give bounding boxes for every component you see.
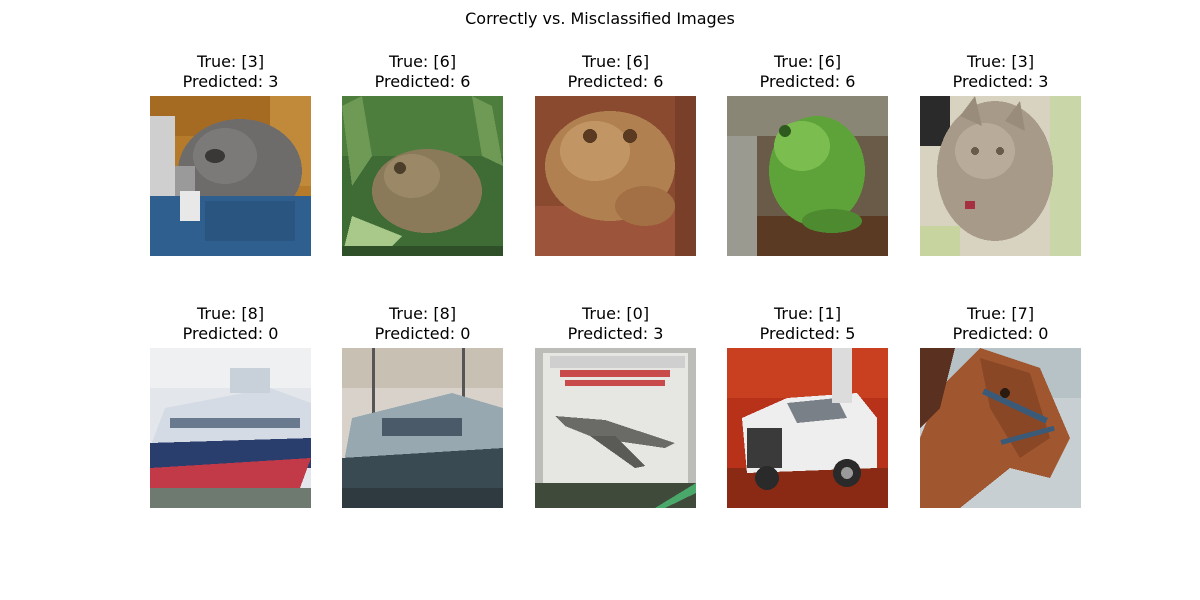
predicted-label: Predicted: 0 xyxy=(182,324,279,343)
true-label: True: [0] xyxy=(581,304,650,323)
cat-image xyxy=(150,96,311,256)
predicted-label: Predicted: 6 xyxy=(759,72,856,91)
panel-title: True: [6]Predicted: 6 xyxy=(495,52,736,92)
true-label: True: [3] xyxy=(196,52,265,71)
panel-title: True: [8]Predicted: 0 xyxy=(302,304,543,344)
panel-title: True: [1]Predicted: 5 xyxy=(687,304,928,344)
predicted-label: Predicted: 3 xyxy=(567,324,664,343)
true-label: True: [8] xyxy=(196,304,265,323)
panel-title: True: [0]Predicted: 3 xyxy=(495,304,736,344)
panel-title: True: [3]Predicted: 3 xyxy=(880,52,1121,92)
ship-image xyxy=(150,348,311,508)
panel-title: True: [7]Predicted: 0 xyxy=(880,304,1121,344)
true-label: True: [3] xyxy=(966,52,1035,71)
predicted-label: Predicted: 6 xyxy=(567,72,664,91)
cat-image xyxy=(920,96,1081,256)
airplane-image xyxy=(535,348,696,508)
true-label: True: [7] xyxy=(966,304,1035,323)
predicted-label: Predicted: 3 xyxy=(182,72,279,91)
predicted-label: Predicted: 5 xyxy=(759,324,856,343)
predicted-label: Predicted: 0 xyxy=(952,324,1049,343)
ship-image xyxy=(342,348,503,508)
predicted-label: Predicted: 0 xyxy=(374,324,471,343)
frog-image xyxy=(342,96,503,256)
frog-image xyxy=(727,96,888,256)
panel-title: True: [6]Predicted: 6 xyxy=(302,52,543,92)
figure-title: Correctly vs. Misclassified Images xyxy=(465,9,735,28)
panel-title: True: [3]Predicted: 3 xyxy=(110,52,351,92)
true-label: True: [8] xyxy=(388,304,457,323)
frog-image xyxy=(535,96,696,256)
horse-image xyxy=(920,348,1081,508)
true-label: True: [1] xyxy=(773,304,842,323)
true-label: True: [6] xyxy=(388,52,457,71)
true-label: True: [6] xyxy=(773,52,842,71)
predicted-label: Predicted: 3 xyxy=(952,72,1049,91)
predicted-label: Predicted: 6 xyxy=(374,72,471,91)
panel-title: True: [6]Predicted: 6 xyxy=(687,52,928,92)
automobile-image xyxy=(727,348,888,508)
true-label: True: [6] xyxy=(581,52,650,71)
panel-title: True: [8]Predicted: 0 xyxy=(110,304,351,344)
